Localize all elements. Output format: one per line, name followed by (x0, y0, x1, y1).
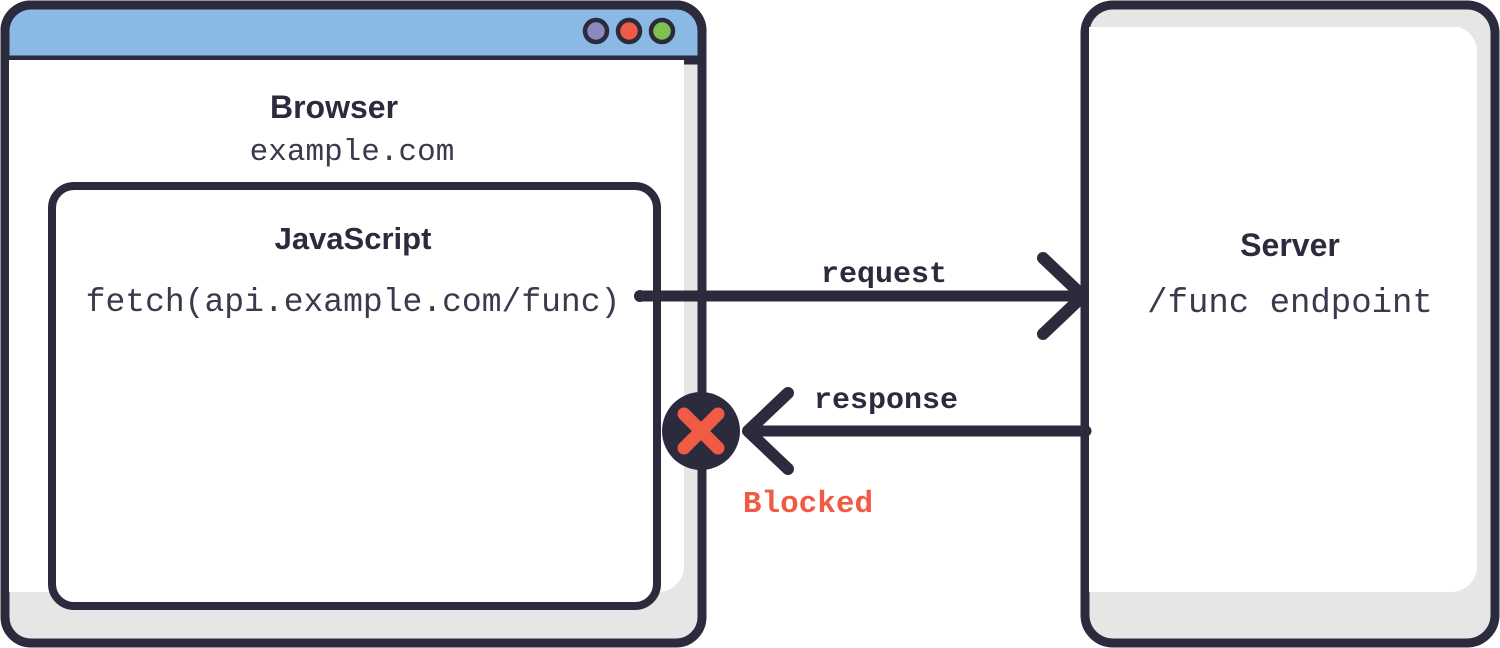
browser-window-controls[interactable] (582, 17, 676, 45)
browser-window[interactable]: Browser example.com JavaScript fetch(api… (0, 0, 707, 648)
javascript-fetch-code: fetch(api.example.com/func) (86, 284, 621, 321)
browser-title-bar-outline (0, 0, 707, 65)
server-endpoint: /func endpoint (1147, 285, 1433, 323)
response-arrow-head-icon (742, 387, 794, 475)
request-arrow-label: request (821, 258, 947, 292)
javascript-box-title: JavaScript (275, 221, 432, 256)
javascript-box[interactable]: JavaScript fetch(api.example.com/func) (48, 182, 661, 610)
request-arrow-head-icon (1037, 252, 1089, 340)
browser-title-bar (5, 5, 702, 60)
response-arrow-label: response (814, 384, 958, 418)
dot-purple-icon[interactable] (582, 17, 610, 45)
request-arrow: request (634, 252, 1089, 340)
browser-origin: example.com (250, 135, 455, 170)
browser-title: Browser (270, 89, 398, 125)
x-icon-stroke-b (677, 407, 725, 455)
server-box[interactable]: Server /func endpoint (1080, 0, 1500, 648)
javascript-box-frame (48, 182, 661, 610)
blocked-label: Blocked (743, 487, 873, 522)
response-arrow: response Blocked (662, 384, 1092, 522)
blocked-badge[interactable] (662, 392, 740, 470)
server-title: Server (1240, 227, 1340, 263)
server-content-panel (1089, 27, 1478, 592)
dot-green-icon[interactable] (648, 17, 676, 45)
dot-red-icon[interactable] (615, 17, 643, 45)
